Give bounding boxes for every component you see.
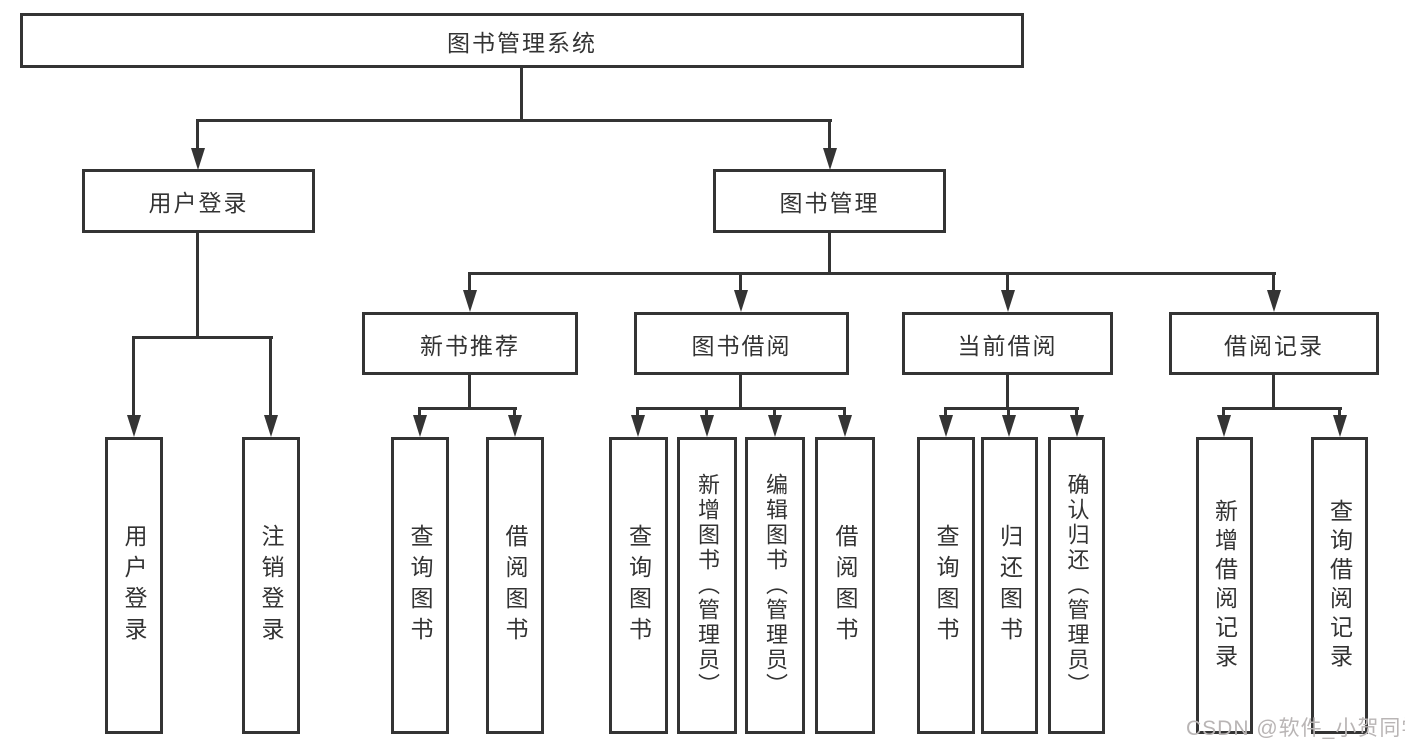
connector-new-book-stem [468, 272, 471, 294]
arrowhead-down-icon [413, 415, 427, 437]
arrowhead-down-icon [1070, 415, 1084, 437]
node-label: 新书推荐 [420, 332, 520, 359]
connector-group-bar [944, 407, 1079, 410]
node-label: 归还图书 [996, 523, 1023, 648]
node-user-login-branch: 用户登录 [82, 169, 315, 233]
arrowhead-down-icon [1002, 415, 1016, 437]
node-label: 确认归还（管理员） [1064, 473, 1090, 698]
leaf-add-borrow-record: 新增借阅记录 [1196, 437, 1253, 734]
connector-book-mgmt-drop [828, 233, 831, 275]
node-book-management-branch: 图书管理 [713, 169, 946, 233]
node-label: 用户登录 [121, 523, 147, 648]
connector-group-bar [636, 407, 846, 410]
leaf-borrow-books-recommend: 借阅图书 [486, 437, 544, 734]
node-label: 用户登录 [148, 190, 249, 216]
connector-group-drop [1272, 374, 1275, 409]
arrowhead-down-icon [734, 290, 748, 312]
arrowhead-down-icon [768, 415, 782, 437]
leaf-query-borrow-record: 查询借阅记录 [1311, 437, 1368, 734]
connector-user-login-stem [196, 119, 199, 151]
connector-leaf-stem [1222, 407, 1225, 418]
node-label: 借阅记录 [1224, 332, 1324, 359]
leaf-return-book: 归还图书 [981, 437, 1038, 734]
leaf-confirm-return-admin: 确认归还（管理员） [1048, 437, 1105, 734]
arrowhead-down-icon [127, 415, 141, 437]
node-library-management-system: 图书管理系统 [20, 13, 1024, 68]
arrowhead-down-icon [939, 415, 953, 437]
leaf-logout: 注销登录 [242, 437, 300, 734]
connector-leaf-stem [944, 407, 947, 418]
connector-book-borrow-stem [739, 272, 742, 294]
node-borrowing-records: 借阅记录 [1169, 312, 1379, 375]
node-label: 查询图书 [407, 523, 433, 648]
node-current-borrowing: 当前借阅 [902, 312, 1113, 375]
arrowhead-down-icon [838, 415, 852, 437]
connector-current-borrow-stem [1006, 272, 1009, 294]
connector-leaf-stem [513, 407, 516, 418]
arrowhead-down-icon [264, 415, 278, 437]
leaf-edit-book-admin: 编辑图书（管理员） [745, 437, 805, 734]
connector-group-bar [1222, 407, 1342, 410]
connector-user-login-bar [133, 336, 273, 339]
connector-level2-bar [197, 119, 832, 122]
node-label: 新增借阅记录 [1211, 498, 1238, 673]
leaf-borrow-books-borrowing: 借阅图书 [815, 437, 875, 734]
node-label: 查询借阅记录 [1326, 498, 1353, 673]
connector-leaf-stem [773, 407, 776, 418]
node-label: 编辑图书（管理员） [763, 473, 788, 698]
connector-leaf-stem [1075, 407, 1078, 418]
leaf-user-login: 用户登录 [105, 437, 163, 734]
connector-root-drop [520, 68, 523, 122]
connector-book-mgmt-stem [828, 119, 831, 151]
leaf-query-books-current: 查询图书 [917, 437, 975, 734]
leaf-query-books-borrowing: 查询图书 [609, 437, 668, 734]
arrowhead-down-icon [463, 290, 477, 312]
arrowhead-down-icon [631, 415, 645, 437]
connector-leaf-stem [705, 407, 708, 418]
arrowhead-down-icon [823, 148, 837, 170]
node-label: 图书借阅 [691, 332, 792, 359]
node-label: 查询图书 [625, 523, 652, 648]
arrowhead-down-icon [700, 415, 714, 437]
connector-leaf-stem [1338, 407, 1341, 418]
node-new-book-recommend: 新书推荐 [362, 312, 578, 375]
node-label: 新增图书（管理员） [695, 473, 720, 698]
connector-group-drop [1006, 374, 1009, 409]
node-label: 当前借阅 [957, 332, 1058, 359]
leaf-query-books-recommend: 查询图书 [391, 437, 449, 734]
node-label: 注销登录 [258, 523, 284, 648]
connector-group-drop [468, 375, 471, 410]
node-label: 查询图书 [933, 523, 959, 648]
arrowhead-down-icon [1267, 290, 1281, 312]
node-label: 图书管理 [779, 190, 880, 216]
node-book-borrowing: 图书借阅 [634, 312, 849, 375]
node-label: 借阅图书 [832, 523, 858, 648]
connector-leaf-stem [1007, 407, 1010, 418]
arrowhead-down-icon [508, 415, 522, 437]
connector-leaf-stem [418, 407, 421, 418]
node-label: 借阅图书 [502, 523, 528, 648]
node-label: 图书管理系统 [447, 29, 597, 56]
connector-leaf-stem [269, 336, 272, 417]
connector-level3-bar [468, 272, 1276, 275]
arrowhead-down-icon [191, 148, 205, 170]
connector-leaf-stem [843, 407, 846, 418]
connector-borrow-record-stem [1272, 272, 1275, 294]
csdn-watermark: CSDN @软件_小贺同学 [1186, 717, 1405, 740]
arrowhead-down-icon [1001, 290, 1015, 312]
connector-group-bar [418, 407, 517, 410]
connector-group-drop [739, 375, 742, 409]
leaf-add-book-admin: 新增图书（管理员） [677, 437, 737, 734]
connector-leaf-stem [636, 407, 639, 418]
arrowhead-down-icon [1217, 415, 1231, 437]
connector-leaf-stem [132, 336, 135, 417]
arrowhead-down-icon [1333, 415, 1347, 437]
connector-user-login-drop [196, 233, 199, 338]
